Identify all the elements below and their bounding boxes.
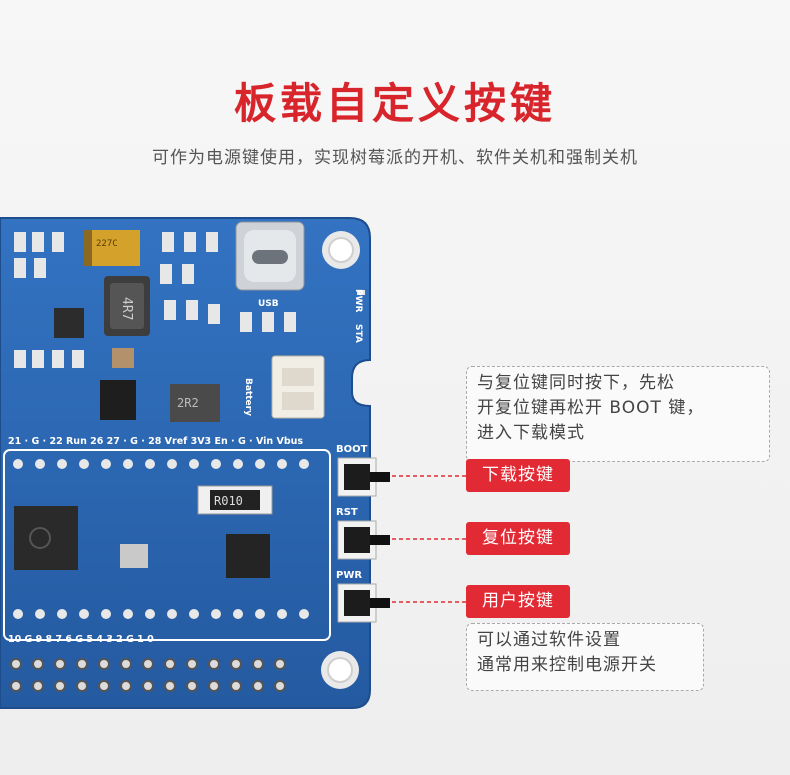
rp2040-chip bbox=[14, 506, 78, 570]
battery-label: Battery bbox=[243, 378, 253, 416]
pcb-body bbox=[0, 217, 371, 709]
mounting-hole-bottom bbox=[321, 651, 359, 689]
inductor: 4R7 bbox=[104, 276, 150, 336]
power-button-label: PWR bbox=[336, 570, 362, 581]
power-button bbox=[337, 583, 390, 623]
boot-mode-note: 与复位键同时按下，先松 开复位键再松开 BOOT 键， 进入下载模式 bbox=[466, 366, 770, 462]
gpio-top-row bbox=[13, 459, 309, 469]
current-sense-resistor: R010 bbox=[197, 485, 273, 515]
tantalum-capacitor: 227C bbox=[84, 230, 140, 266]
page-subtitle: 可作为电源键使用，实现树莓派的开机、软件关机和强制关机 bbox=[152, 148, 638, 168]
inductor-label: 4R7 bbox=[119, 297, 134, 320]
charger-ic bbox=[100, 380, 136, 420]
usb-c-connector bbox=[235, 221, 305, 291]
reset-button bbox=[337, 520, 390, 560]
pico-outline bbox=[3, 449, 331, 641]
reset-button-tag: 复位按键 bbox=[466, 522, 570, 555]
user-note-line: 通常用来控制电源开关 bbox=[477, 655, 657, 675]
resistor-label: R010 bbox=[214, 494, 243, 508]
boot-note-line: 开复位键再松开 BOOT 键， bbox=[477, 398, 705, 418]
gpio-bottom-labels: 10 G 9 8 7 6 G 5 4 3 2 G 1 0 bbox=[8, 634, 154, 645]
boot-button-label: BOOT bbox=[336, 444, 368, 455]
pwr-led-label: PWR bbox=[353, 289, 363, 313]
boot-note-line: 与复位键同时按下，先松 bbox=[477, 373, 675, 393]
sta-led-label: STA bbox=[353, 324, 363, 343]
gpio-top-labels: 21 · G · 22 Run 26 27 · G · 28 Vref 3V3 … bbox=[8, 436, 303, 447]
power-monitor-ic bbox=[226, 534, 270, 578]
boot-button bbox=[337, 457, 390, 497]
user-button-tag: 用户按键 bbox=[466, 585, 570, 618]
user-button-note: 可以通过软件设置 通常用来控制电源开关 bbox=[466, 623, 704, 691]
boot-button-tag: 下载按键 bbox=[466, 459, 570, 492]
smd-passives bbox=[14, 232, 296, 368]
mounting-hole-top bbox=[322, 231, 360, 269]
pwr-led bbox=[357, 290, 365, 295]
boot-note-line: 进入下载模式 bbox=[477, 423, 585, 443]
crystal bbox=[120, 544, 148, 568]
reset-button-label: RST bbox=[336, 507, 358, 518]
capacitor-label: 227C bbox=[96, 239, 118, 249]
pi-header-row-1 bbox=[10, 658, 286, 670]
regulator-chip bbox=[54, 308, 84, 338]
battery-connector bbox=[271, 355, 325, 419]
pi-header-row-2 bbox=[10, 680, 286, 692]
ic-label: 2R2 bbox=[177, 396, 199, 410]
page-title: 板载自定义按键 bbox=[233, 79, 556, 128]
inductor-2r2: 2R2 bbox=[170, 384, 220, 422]
user-note-line: 可以通过软件设置 bbox=[477, 630, 621, 650]
gpio-bottom-row bbox=[13, 609, 309, 619]
ceramic-capacitor bbox=[112, 348, 134, 368]
usb-label: USB bbox=[258, 299, 279, 309]
